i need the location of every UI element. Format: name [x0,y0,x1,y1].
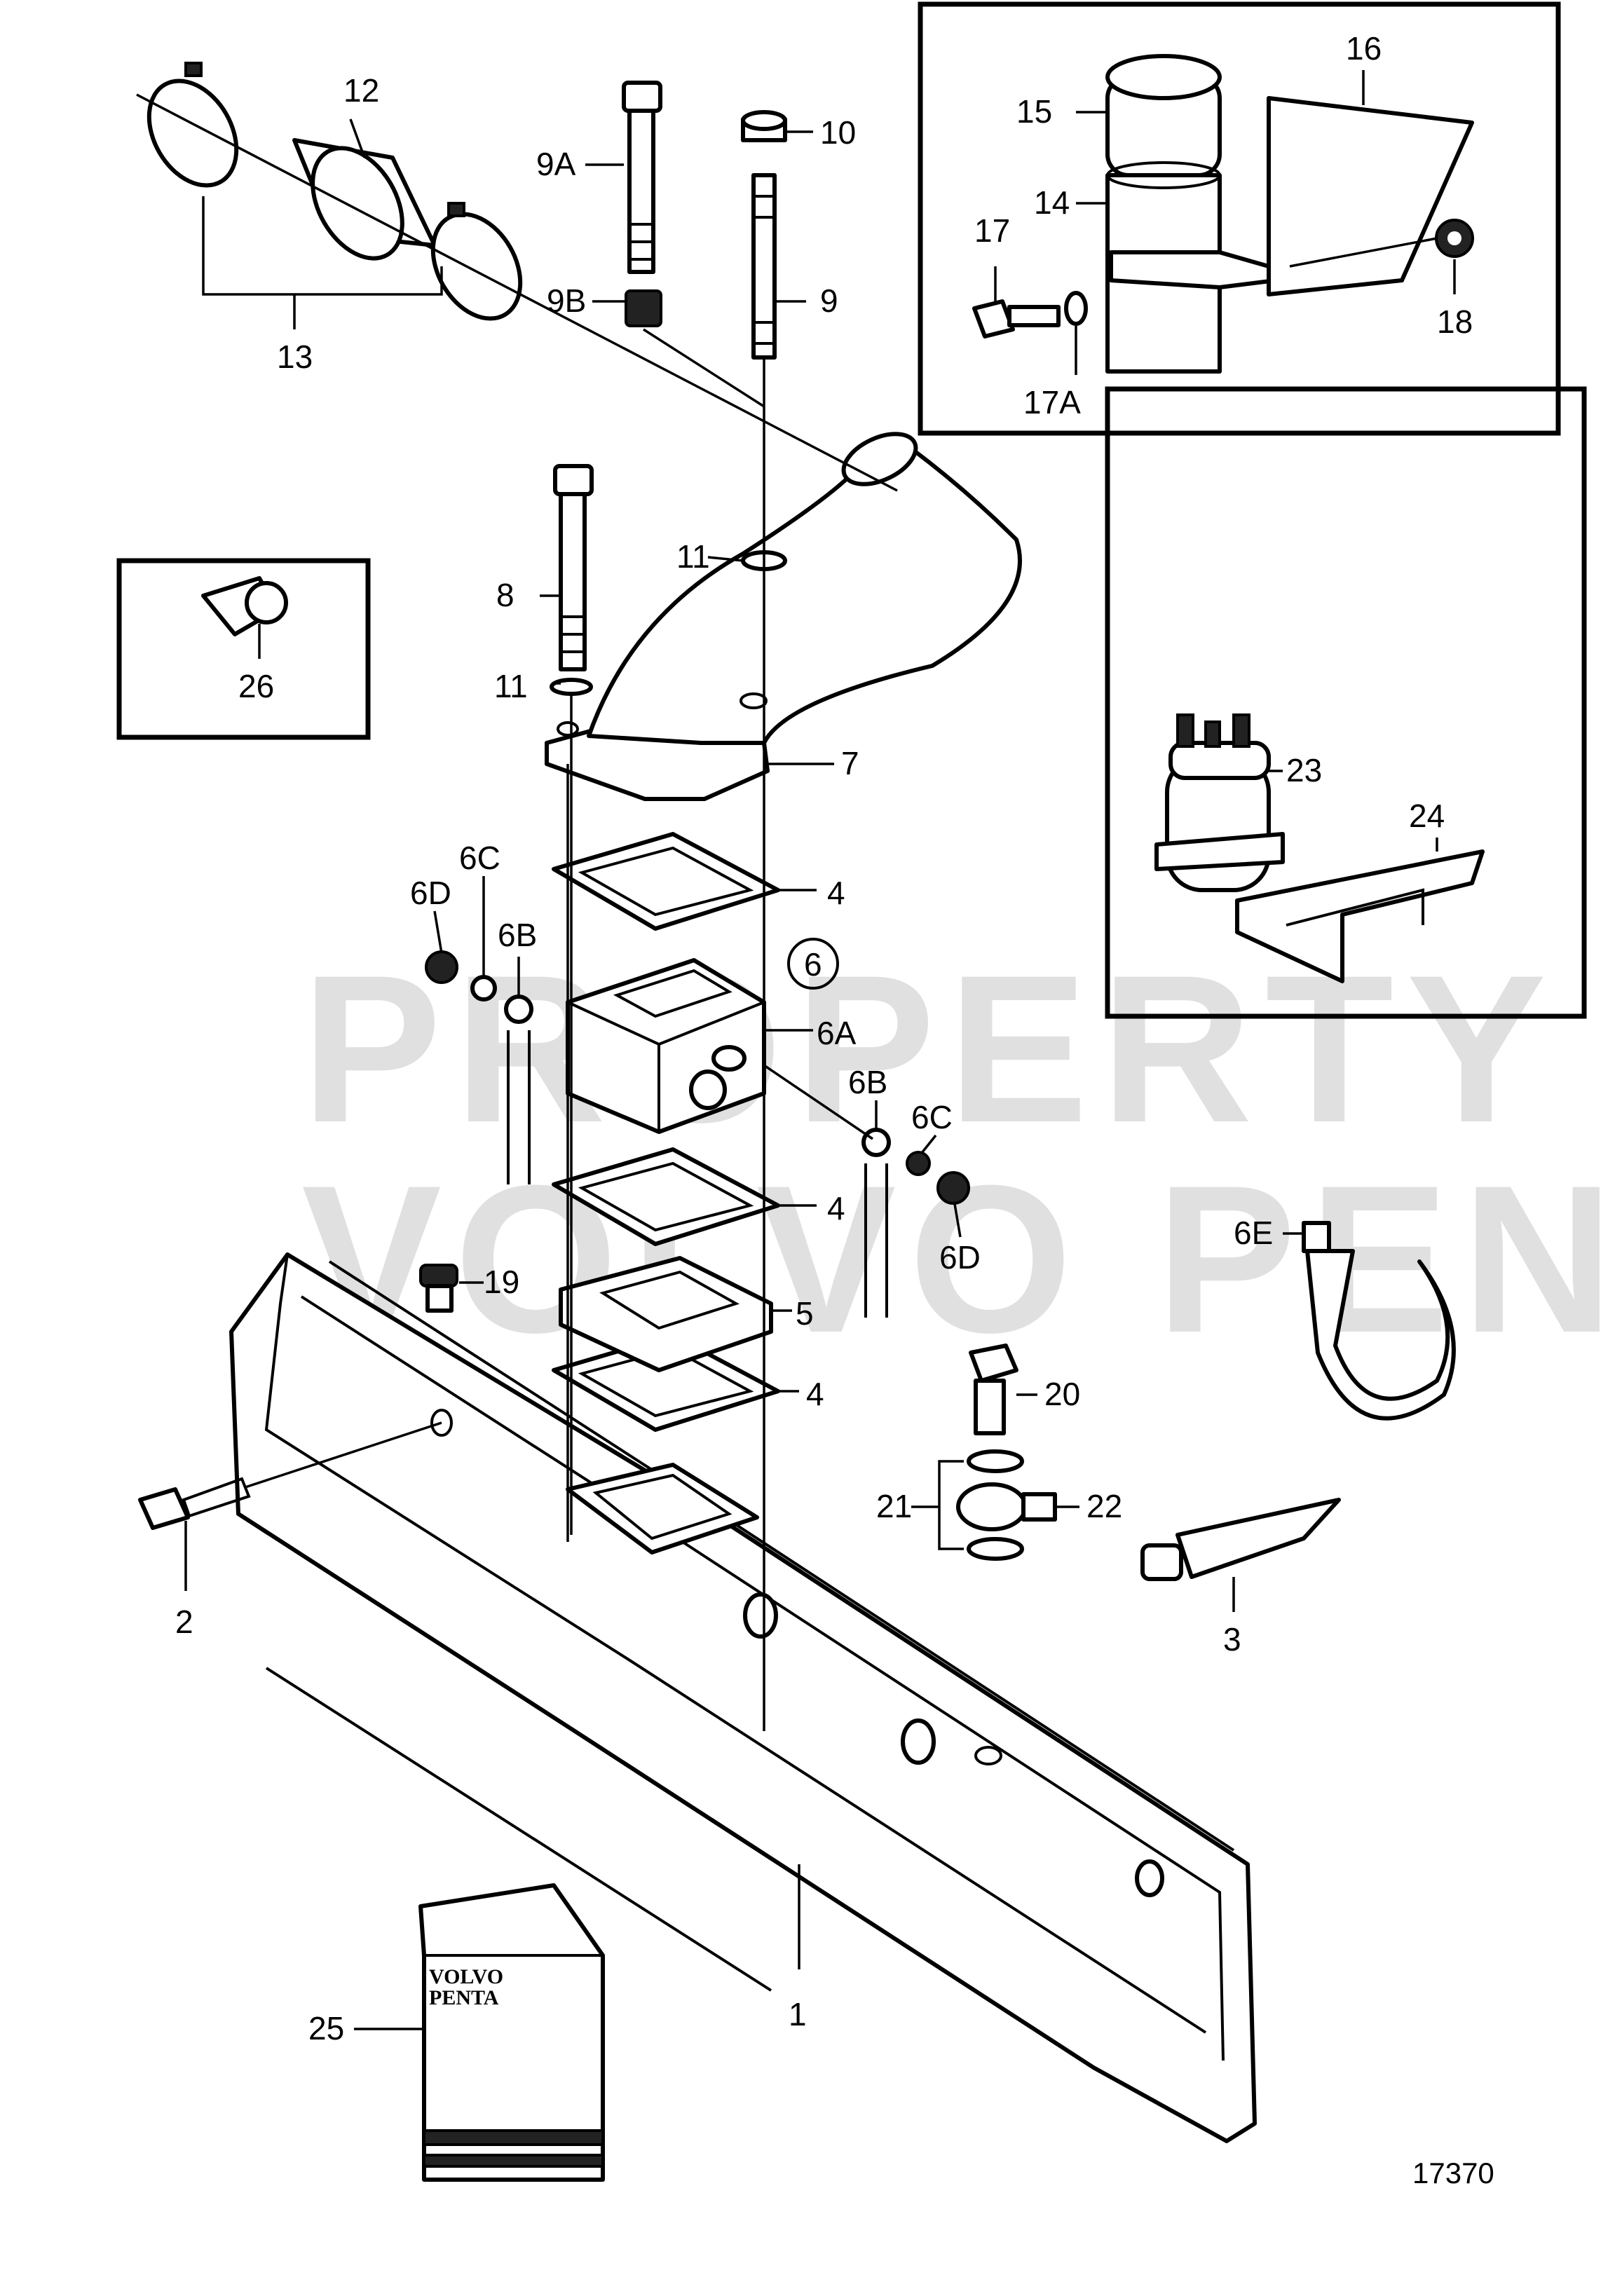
callout-1: 1 [789,1996,807,2032]
bolt-2 [138,1421,442,1530]
banjo-bolt-20 [969,1344,1018,1435]
group-6-circle [787,938,839,990]
callout-9b: 9B [547,282,586,319]
manual-logo-line-2: PENTA [429,1986,499,2009]
callout-25: 25 [308,2010,344,2046]
callout-6c-left: 6C [459,840,500,876]
inset-box-solenoid [1105,386,1587,1019]
manual-25: VOLVO PENTA [418,1883,605,2182]
callout-14: 14 [1034,184,1070,221]
nut-18 [1435,219,1474,258]
callout-6b-right: 6B [848,1064,887,1100]
callout-labels: 1 2 3 4 4 4 5 6 6A 6B 6B 6C 6C 6D 6D 6E … [175,30,1473,2046]
callout-6: 6 [804,946,822,983]
callout-9: 9 [820,282,838,319]
manual-logo-line-1: VOLVO [429,1965,503,1988]
fittings-right [763,1064,970,1318]
stud-9 [751,173,777,360]
sealant-tube-3 [1140,1498,1341,1581]
callout-4-middle: 4 [827,1190,845,1226]
banjo-union-22 [956,1482,1057,1531]
callout-4-bottom: 4 [806,1376,824,1412]
callout-10: 10 [820,114,856,151]
watermark: PROPERTY OF VOLVO PENTA [301,931,1622,1376]
leader-lines [184,70,1456,2030]
plug-19 [419,1264,458,1313]
hose-12 [292,138,437,261]
callout-18: 18 [1437,303,1473,340]
callout-6e: 6E [1234,1215,1273,1251]
callout-6d-right: 6D [939,1239,981,1276]
callout-24: 24 [1409,798,1445,834]
callout-23: 23 [1286,752,1322,788]
callout-3: 3 [1223,1621,1241,1658]
figure-number: 17370 [1412,2157,1494,2189]
bracket-16 [1267,96,1474,296]
callout-6c-right: 6C [911,1099,953,1135]
callout-11-upper: 11 [676,538,710,575]
nut-10 [741,110,787,142]
callout-6a: 6A [817,1015,857,1051]
callout-6b-left: 6B [498,917,537,953]
washer-21-bottom [967,1537,1024,1561]
clip-26 [201,576,288,636]
callout-15: 15 [1016,93,1052,130]
heat-exchanger-6a [566,958,766,1134]
spacer-9b [625,289,662,327]
callout-13: 13 [277,339,313,375]
cable-6e [1302,1221,1456,1421]
exhaust-elbow-7 [545,432,1022,801]
hose-clamps-13 [146,62,523,321]
callout-6d-left: 6D [410,875,451,911]
exhaust-manifold [229,1252,1257,2143]
bracket-24 [1235,849,1485,983]
callout-17: 17 [974,212,1010,249]
alignment-lines [136,93,898,1731]
fittings-left [425,950,533,1184]
callout-21: 21 [876,1488,912,1524]
bolt-8 [550,464,594,696]
solenoid-23 [1154,713,1285,892]
bolt-17 [972,299,1061,339]
inset-box-ignition-coil [918,1,1561,436]
bolt-9a [622,81,662,274]
callout-20: 20 [1044,1376,1080,1412]
callout-5: 5 [796,1295,814,1332]
callout-8: 8 [496,577,514,613]
callout-12: 12 [343,72,379,109]
coil-assembly [1105,54,1278,374]
inset-box-clip [116,558,371,740]
callout-11-lower: 11 [494,668,528,704]
callout-17a: 17A [1023,384,1081,421]
callout-9a: 9A [536,146,576,182]
washer-21-top [967,1449,1024,1473]
spacer-5 [559,1256,773,1372]
washer-17a [1064,291,1088,326]
callout-4-top: 4 [827,875,845,911]
callout-2: 2 [175,1604,193,1640]
callout-7: 7 [841,745,859,781]
callout-16: 16 [1346,30,1382,67]
callout-22: 22 [1086,1488,1122,1524]
callout-26: 26 [238,668,274,704]
gasket-4-top [552,832,780,931]
watermark-line-1: PROPERTY OF [301,931,1622,1166]
callout-19: 19 [484,1264,519,1300]
